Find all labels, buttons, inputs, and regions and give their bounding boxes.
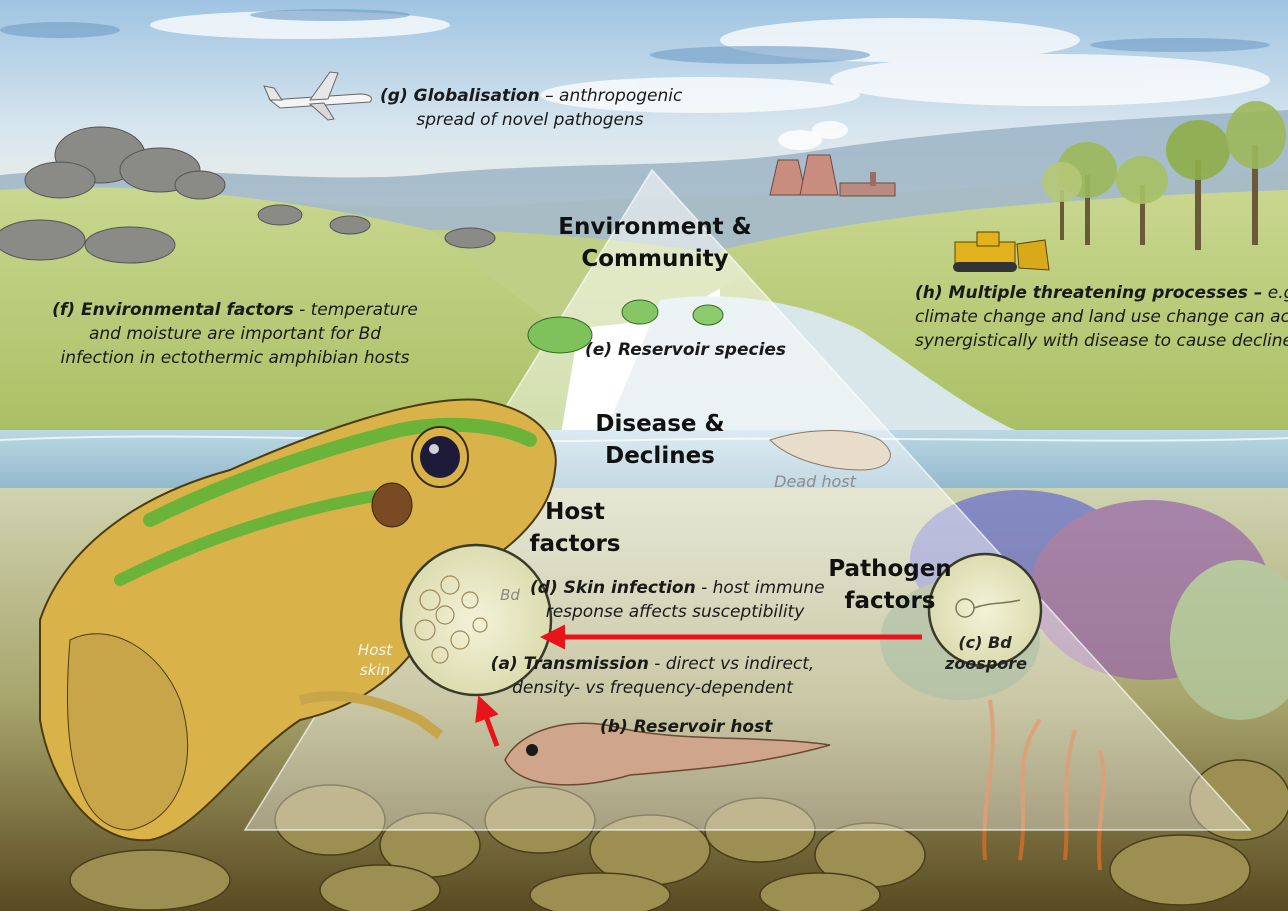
label-bd-inset: Bd [495,586,525,604]
label-pathogen-factors: Pathogen factors [820,553,960,617]
host-factors-line-1: Host [515,496,635,528]
env-factors-text-3: infection in ectothermic amphibian hosts [40,346,430,370]
label-transmission: (a) Transmission - direct vs indirect, d… [470,652,835,700]
env-community-line-2: Community [540,243,770,275]
disease-line-2: Declines [585,440,735,472]
env-factors-title: (f) Environmental factors [52,300,294,320]
label-dead-host: Dead host [765,472,865,492]
host-skin-line-2: skin [345,660,405,680]
transmission-text-2: density- vs frequency-dependent [470,676,835,700]
label-zoospore: (c) Bd zoospore [945,632,1025,674]
threats-text-2: climate change and land use change can a… [915,305,1285,329]
label-disease-declines: Disease & Declines [585,408,735,472]
label-multiple-threats: (h) Multiple threatening processes – e.g… [915,281,1285,353]
pathogen-factors-line-1: Pathogen [820,553,960,585]
label-host-skin: Host skin [345,640,405,680]
threats-title: (h) Multiple threatening processes – [915,283,1262,303]
transmission-text-1: - direct vs indirect, [649,654,815,674]
host-skin-line-1: Host [345,640,405,660]
skin-infection-text-1: - host immune [696,578,825,598]
label-host-factors: Host factors [515,496,635,560]
env-factors-text-2: and moisture are important for Bd [40,322,430,346]
transmission-title: (a) Transmission [491,654,649,674]
globalisation-text-1: – anthropogenic [540,86,683,106]
env-community-line-1: Environment & [540,211,770,243]
skin-infection-title: (d) Skin infection [530,578,696,598]
globalisation-text-2: spread of novel pathogens [380,108,680,132]
label-skin-infection: (d) Skin infection - host immune respons… [530,576,820,624]
label-globalisation: (g) Globalisation – anthropogenic spread… [380,84,680,132]
label-environment-community: Environment & Community [540,211,770,275]
reservoir-species-title: (e) Reservoir species [585,340,786,360]
host-factors-line-2: factors [515,528,635,560]
skin-infection-text-2: response affects susceptibility [530,600,820,624]
label-reservoir-species: (e) Reservoir species [585,338,775,362]
disease-line-1: Disease & [585,408,735,440]
env-factors-text-1: - temperature [294,300,418,320]
label-environmental-factors: (f) Environmental factors - temperature … [40,298,430,370]
globalisation-title: (g) Globalisation [380,86,540,106]
zoospore-line-2: zoospore [945,653,1025,674]
zoospore-line-1: (c) Bd [945,632,1025,653]
label-reservoir-host: (b) Reservoir host [600,715,770,739]
pathogen-factors-line-2: factors [820,585,960,617]
threats-text-1: e.g. [1262,283,1288,303]
threats-text-3: synergistically with disease to cause de… [915,329,1285,353]
reservoir-host-title: (b) Reservoir host [600,717,772,737]
